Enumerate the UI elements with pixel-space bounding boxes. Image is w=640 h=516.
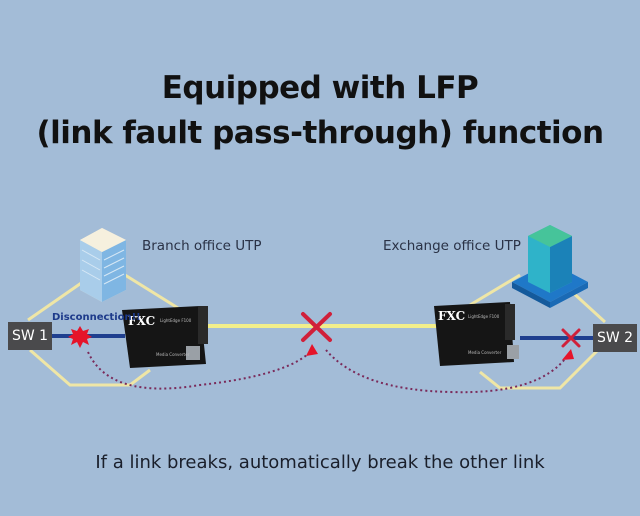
sw1-lower-loop-link: [29, 348, 151, 387]
disconnection-label: Disconnection!!: [52, 312, 141, 323]
title-line-1: Equipped with LFP: [161, 70, 479, 106]
media-converter-left: FXC LightEdge F100 Media Converter: [122, 306, 208, 368]
caption: If a link breaks, automatically break th…: [95, 452, 545, 473]
model-label-left: LightEdge F100: [160, 318, 192, 323]
exchange-to-sw2-link: [568, 288, 607, 324]
exchange-office-building-icon: [512, 225, 588, 308]
brand-logo-left: FXC: [128, 314, 155, 328]
rj45-port-icon: [507, 345, 519, 359]
branch-office-label: Branch office UTP: [142, 238, 262, 254]
rj45-port-icon: [186, 346, 200, 360]
media-converter-right: FXC LightEdge F100 Media Converter: [434, 302, 519, 366]
arrowhead-icon: [562, 349, 574, 360]
switch-sw2: SW 2: [593, 324, 637, 352]
type-label-right: Media Converter: [468, 350, 502, 355]
model-label-right: LightEdge F100: [468, 314, 500, 319]
switch-sw1: SW 1: [8, 322, 52, 350]
right-loop-links: [469, 273, 607, 390]
type-label-left: Media Converter: [156, 352, 190, 357]
brand-logo-right: FXC: [438, 309, 465, 323]
title-line-2: (link fault pass-through) function: [36, 115, 604, 151]
exchange-office-label: Exchange office UTP: [383, 238, 521, 254]
propagation-arrow-1: [87, 349, 313, 390]
sw2-lower-loop-link: [479, 348, 600, 390]
exchange-to-converter-link: [469, 273, 521, 307]
branch-to-converter-link: [124, 273, 179, 310]
utp-break-x-icon: [561, 328, 581, 348]
fault-burst-icon: [68, 326, 92, 348]
fiber-break-x-icon: [301, 312, 332, 342]
arrowhead-icon: [306, 344, 318, 356]
branch-office-building-icon: [80, 228, 126, 302]
